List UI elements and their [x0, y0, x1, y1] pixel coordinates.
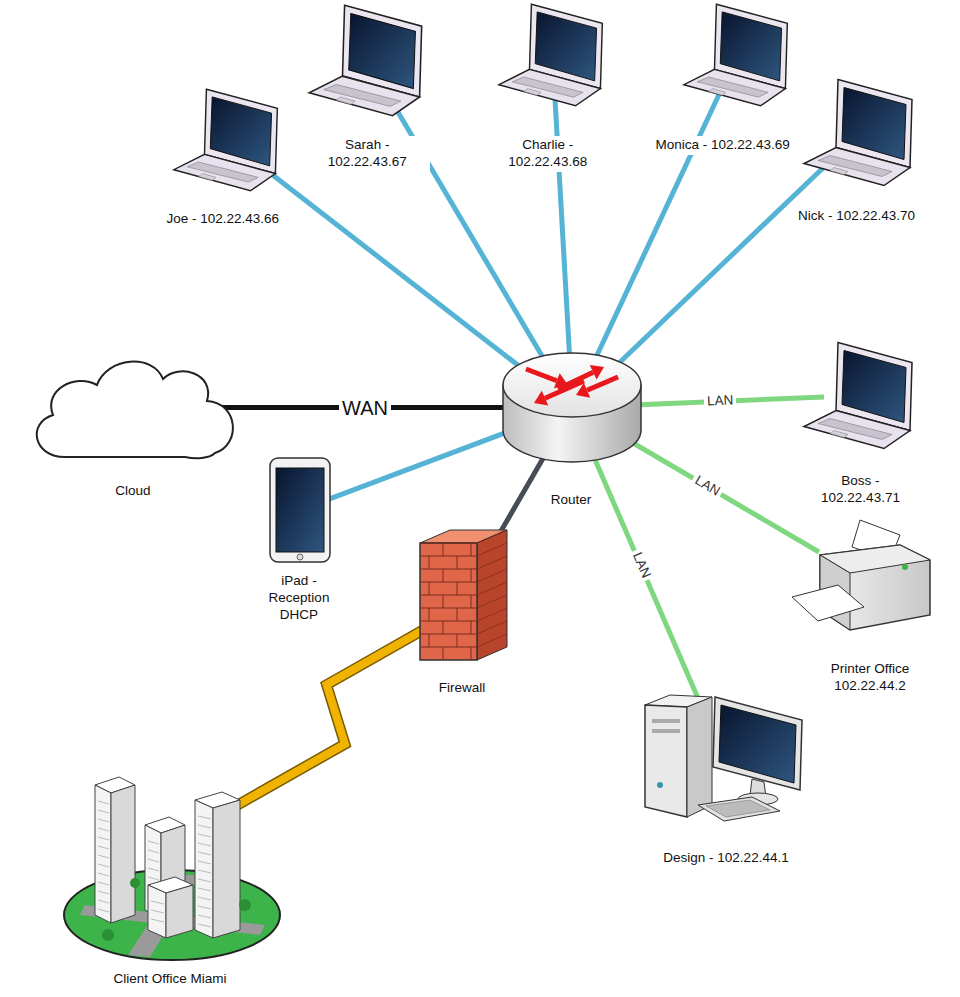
link-label: WAN: [339, 397, 391, 419]
device-label: Firewall: [436, 679, 489, 698]
device-icon: [800, 75, 920, 190]
network-device: iPad - Reception DHCP: [265, 455, 335, 565]
device-icon: [680, 0, 795, 110]
device-icon: [640, 685, 805, 825]
network-device: Sarah - 102.22.43.67: [305, 3, 430, 118]
network-device: Joe - 102.22.43.66: [170, 85, 285, 195]
device-icon: [800, 338, 920, 453]
device-label: Monica - 102.22.43.69: [653, 136, 793, 155]
device-label: Cloud: [112, 482, 153, 501]
device-label: iPad - Reception DHCP: [263, 572, 335, 625]
device-icon: [500, 345, 645, 470]
device-label: Client Office Miami: [110, 970, 229, 989]
link-label: LAN: [704, 393, 737, 409]
network-device: Monica - 102.22.43.69: [680, 0, 795, 110]
device-label: Nick - 102.22.43.70: [795, 207, 918, 226]
device-icon: [25, 345, 245, 470]
device-label: Printer Office 102.22.44.2: [811, 660, 929, 696]
device-icon: [170, 85, 285, 195]
device-icon: [790, 515, 935, 640]
network-device: Firewall: [415, 525, 510, 670]
network-device: Boss - 102.22.43.71: [800, 338, 920, 453]
device-label: Joe - 102.22.43.66: [164, 210, 283, 229]
network-cable: [554, 88, 570, 370]
link-label: LAN: [690, 472, 725, 501]
device-label: Boss - 102.22.43.71: [801, 472, 920, 508]
network-device: Client Office Miami: [60, 765, 285, 965]
network-cable: [321, 424, 529, 502]
network-device: Router: [500, 345, 645, 470]
network-device: Printer Office 102.22.44.2: [790, 515, 935, 640]
device-icon: [415, 525, 510, 670]
network-device: Nick - 102.22.43.70: [800, 75, 920, 190]
network-cable: [612, 167, 824, 370]
device-icon: [495, 0, 610, 110]
network-device: Cloud: [25, 345, 245, 470]
device-icon: [60, 765, 285, 965]
network-cable: [589, 445, 705, 713]
device-label: Router: [548, 491, 595, 510]
device-label: Sarah - 102.22.43.67: [305, 136, 431, 172]
network-device: Charlie - 102.22.43.68: [495, 0, 610, 110]
wireless-link: [238, 624, 434, 805]
network-cable: [616, 433, 819, 552]
network-device: Design - 102.22.44.1: [640, 685, 805, 825]
device-icon: [305, 3, 430, 118]
link-label: LAN: [628, 548, 654, 584]
device-icon: [265, 455, 335, 565]
device-label: Charlie - 102.22.43.68: [486, 136, 611, 172]
device-label: Design - 102.22.44.1: [660, 849, 791, 868]
